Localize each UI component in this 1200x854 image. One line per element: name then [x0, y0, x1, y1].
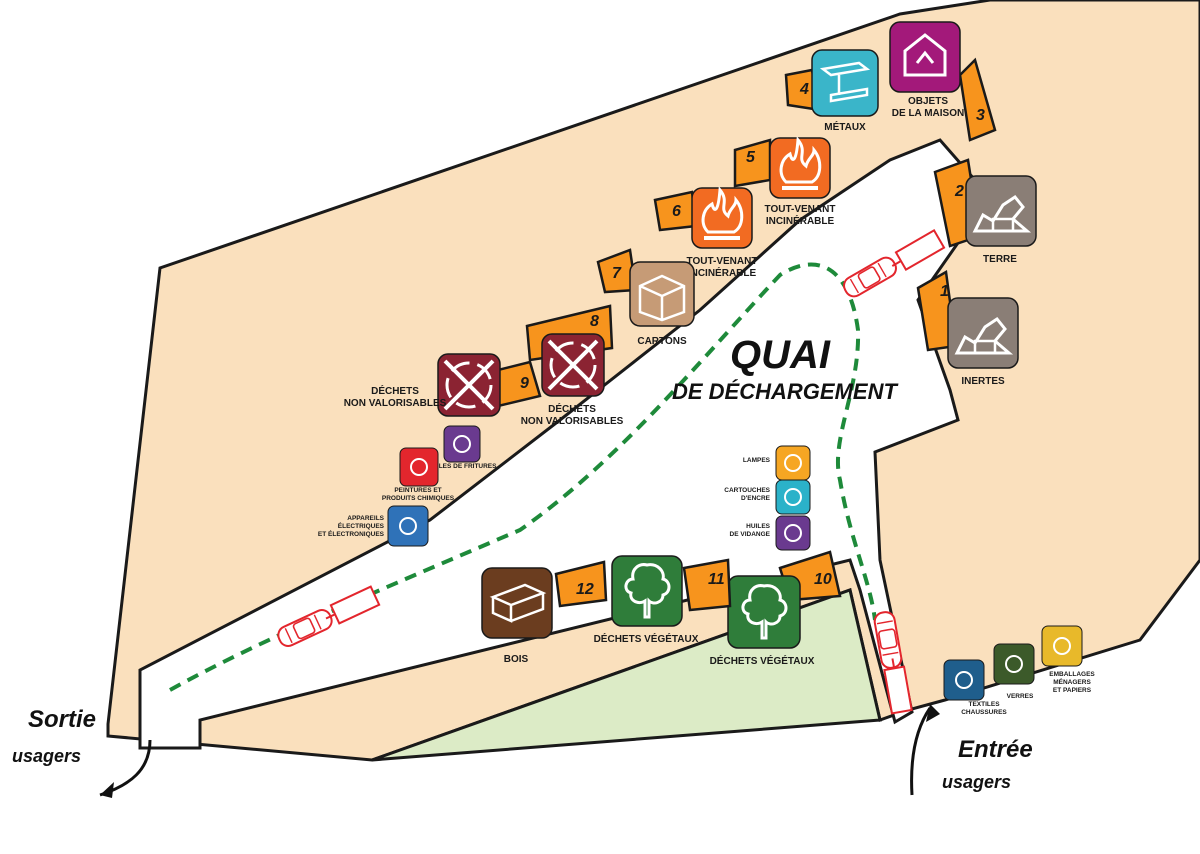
bay-number: 12 — [576, 581, 594, 598]
collection-point-label: APPAREILS — [347, 515, 384, 522]
vehicle-route — [169, 262, 877, 692]
pallet-icon — [489, 583, 547, 623]
bay-number: 2 — [954, 183, 964, 200]
collection-point-label: HUILES — [746, 523, 771, 530]
bay-label: DÉCHETS VÉGÉTAUX — [710, 654, 815, 667]
bay-number: 7 — [612, 265, 622, 282]
ink-cartridge-icon — [784, 488, 802, 506]
collection-point-tile — [943, 659, 985, 701]
bay-label: NON VALORISABLES — [344, 398, 447, 409]
bay-label: INERTES — [961, 376, 1005, 387]
collection-point-tile — [993, 643, 1035, 685]
metal-beam-icon — [819, 61, 871, 103]
collection-point-label: EMBALLAGES — [1049, 671, 1095, 678]
bay-number: 8 — [590, 313, 599, 330]
collection-point-tile — [1041, 625, 1083, 667]
bay-label: INCINÉRABLE — [688, 266, 757, 279]
house-recycle-icon — [903, 33, 947, 77]
collection-point-label: ET ÉLECTRONIQUES — [318, 529, 385, 538]
bay-label: TOUT-VENANT — [687, 256, 758, 267]
collection-point-tile — [775, 445, 811, 481]
bay-number: 10 — [814, 571, 832, 588]
exit-label-line1: Sortie — [28, 706, 96, 733]
glass-bottle-icon — [1005, 655, 1023, 673]
collection-point-label: DE VIDANGE — [730, 531, 771, 538]
collection-point-label: CARTOUCHES — [724, 487, 770, 494]
bay-number: 6 — [672, 203, 681, 220]
collection-point-tile — [443, 425, 481, 463]
collection-point-tile — [775, 479, 811, 515]
collection-point-label: ET PAPIERS — [1053, 687, 1092, 694]
quay-title-line1: QUAI — [730, 333, 831, 377]
bay-number: 5 — [746, 149, 756, 166]
packaging-icon — [1053, 637, 1071, 655]
entrance-arrow-icon — [910, 707, 932, 796]
bay-11 — [682, 558, 732, 612]
entrance-label-line2: usagers — [942, 772, 1011, 792]
bay-label: DÉCHETS VÉGÉTAUX — [594, 632, 699, 645]
collection-point-tile — [399, 447, 439, 487]
collection-point-label: CHAUSSURES — [961, 709, 1007, 716]
quay-title-line2: DE DÉCHARGEMENT — [672, 379, 898, 404]
collection-point-label: ÉLECTRIQUES — [338, 521, 385, 530]
bay-label: DÉCHETS — [548, 402, 596, 415]
bay-number: 1 — [940, 283, 949, 300]
textile-icon — [955, 671, 973, 689]
oil-bottle-icon — [453, 435, 471, 453]
bay-number: 9 — [520, 375, 529, 392]
collection-point-label: MÉNAGERS — [1053, 677, 1091, 686]
collection-point-label: D'ENCRE — [741, 495, 771, 502]
bay-tile — [811, 49, 879, 117]
paint-can-icon — [410, 458, 428, 476]
oil-can-icon — [784, 524, 802, 542]
bay-label: NON VALORISABLES — [521, 416, 624, 427]
bay-tile — [629, 261, 695, 327]
bay-label: DE LA MAISON — [892, 108, 964, 119]
collection-point-label: LAMPES — [743, 457, 771, 464]
collection-point-label: PEINTURES ET — [394, 487, 441, 494]
collection-point-label: VERRES — [1007, 693, 1034, 700]
entrance-label-line1: Entrée — [958, 736, 1033, 763]
collection-point-tile — [775, 515, 811, 551]
cardboard-box-icon — [638, 274, 686, 322]
bay-label: TOUT-VENANT — [765, 204, 836, 215]
bay-number: 11 — [708, 571, 725, 588]
lamp-icon — [784, 454, 802, 472]
collection-point-tile — [387, 505, 429, 547]
bay-label: TERRE — [983, 254, 1017, 265]
bay-12 — [554, 560, 608, 608]
bay-label: MÉTAUX — [824, 120, 866, 133]
bay-label: CARTONS — [637, 336, 687, 347]
collection-point-label: TEXTILES — [968, 701, 1000, 708]
exit-label-line2: usagers — [12, 746, 81, 766]
bay-number: 4 — [799, 81, 809, 98]
collection-point-label: PRODUITS CHIMIQUES — [382, 495, 455, 502]
bay-number: 3 — [976, 107, 985, 124]
bay-label: INCINÉRABLE — [766, 214, 835, 227]
bay-tile — [889, 21, 961, 93]
collection-point-label: HUILES DE FRITURES — [428, 463, 498, 470]
bay-label: DÉCHETS — [371, 384, 419, 397]
bay-tile — [727, 575, 801, 649]
appliances-icon — [399, 517, 417, 535]
bay-3 — [958, 57, 997, 142]
bay-label: BOIS — [504, 654, 529, 665]
bay-label: OBJETS — [908, 96, 948, 107]
